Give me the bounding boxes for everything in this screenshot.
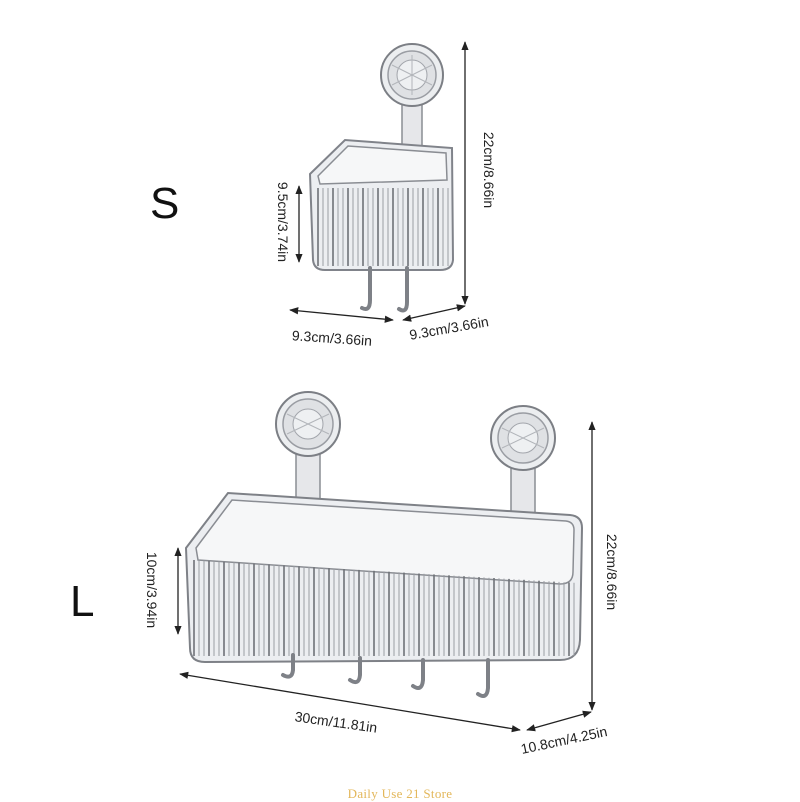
large-basket bbox=[184, 391, 584, 698]
large-basket-ribs bbox=[193, 560, 575, 656]
small-height-label: 22cm/8.66in bbox=[481, 131, 497, 209]
small-suction-cup bbox=[380, 43, 444, 161]
large-suction-cup-right bbox=[490, 405, 556, 531]
small-basket bbox=[308, 43, 455, 313]
store-watermark: Daily Use 21 Store bbox=[347, 786, 453, 801]
small-dimension-lines bbox=[289, 41, 469, 323]
large-dimension-lines bbox=[174, 421, 596, 733]
size-label-small: S bbox=[150, 179, 180, 228]
small-basket-ribs bbox=[317, 188, 449, 266]
size-label-large: L bbox=[70, 577, 95, 626]
large-height-label: 22cm/8.66in bbox=[604, 533, 620, 611]
small-basket-height-label: 9.5cm/3.74in bbox=[275, 181, 291, 263]
large-basket-height-label: 10cm/3.94in bbox=[144, 551, 160, 629]
